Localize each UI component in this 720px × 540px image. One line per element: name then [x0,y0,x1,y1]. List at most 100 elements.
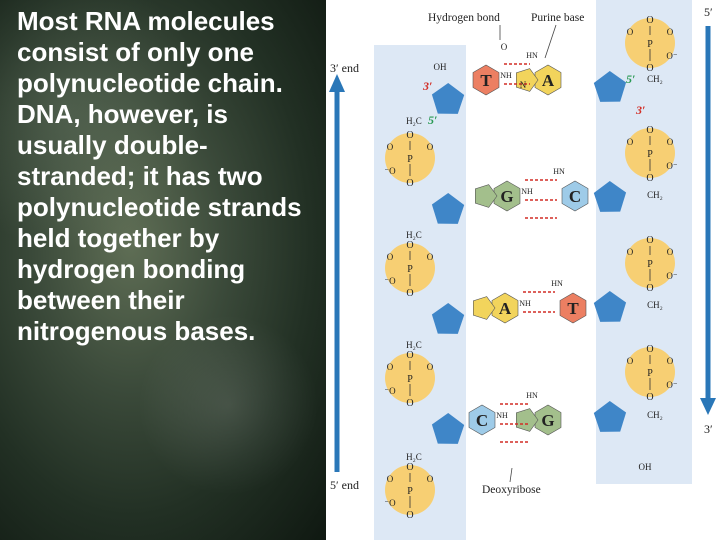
oxygen-label: O [387,362,394,372]
base-letter: A [542,71,555,90]
prime-label-5: 5′ [428,113,437,127]
methylene-label: CH₂ [647,74,663,84]
phosphate-circle [625,238,675,288]
oxygen-label: O [646,392,653,403]
oxygen-label: ⁻O [384,386,396,396]
oxygen-label: O [667,137,674,147]
oxygen-label: O [387,474,394,484]
oxygen-label: O⁻ [666,271,677,281]
base-letter: T [480,71,492,90]
label-hydrogen-bond: Hydrogen bond [428,12,500,24]
purine-ring [534,404,562,436]
deoxyribose-sugar [593,401,627,432]
phosphorus-label: P [407,154,413,165]
oxygen-label: O [406,350,413,361]
phosphate-circle [385,353,435,403]
purine-ring-small [515,68,539,92]
oxygen-label: O [627,137,634,147]
label-3-right: 3′ [704,422,713,436]
oxygen-label: O [427,252,434,262]
oxygen-label: O⁻ [666,161,677,171]
deoxyribose-sugar [431,193,465,224]
purine-ring [534,64,562,96]
oxygen-label: O [427,474,434,484]
right-arrowhead-icon [700,398,716,415]
deoxyribose-sugar [593,291,627,322]
oxygen-label: O [387,142,394,152]
oxygen-label: O [427,142,434,152]
base-letter: G [541,411,554,430]
oxygen-label: O [406,240,413,251]
oxygen-label: O [646,235,653,246]
oxygen-label: O [667,27,674,37]
deoxyribose-sugar [593,181,627,212]
pyrimidine-ring [561,180,589,212]
label-5-right: 5′ [704,5,713,19]
amine-label: HN [526,51,538,60]
oxygen-label: O [646,125,653,136]
oxygen-label: ⁻O [384,498,396,508]
pyrimidine-ring [468,404,496,436]
purine-ring-small [515,408,539,432]
oxygen-label: O [627,27,634,37]
oxygen-label: O [646,63,653,74]
prime-label-3: 3′ [635,103,645,117]
base-letter: C [476,411,488,430]
purine-ring [493,180,521,212]
oxygen-label: O [406,130,413,141]
pyrimidine-ring [559,292,587,324]
label-deoxyribose: Deoxyribose [482,484,541,496]
purine-ring-small [474,184,498,208]
amine-label: NH [500,71,512,80]
methylene-label: H₂C [406,116,422,126]
phosphate-circle [625,347,675,397]
phosphate-circle [625,128,675,178]
oxygen-label: O [667,247,674,257]
label-5-end: 5′ end [330,478,359,492]
base-letter: A [499,299,512,318]
oxygen-label: O [501,42,508,52]
deoxyribose-sugar [431,303,465,334]
hydroxyl-label: OH [639,462,652,472]
amine-label: NH [496,411,508,420]
base-letter: G [500,187,513,206]
phosphorus-label: P [407,264,413,275]
deoxyribose-sugar [593,71,627,102]
purine-ring-small [472,296,496,320]
oxygen-label: O [646,173,653,184]
phosphate-circle [385,133,435,183]
amine-label: HN [553,167,565,176]
base-letter: C [569,187,581,206]
oxygen-label: O [427,362,434,372]
hydroxyl-label: OH [434,62,447,72]
left-strand-band [374,45,466,540]
amine-label: HN [551,279,563,288]
oxygen-label: O [387,252,394,262]
amine-label: HN [526,391,538,400]
oxygen-label: O [627,247,634,257]
oxygen-label: O [627,356,634,366]
amine-label: NH [521,187,533,196]
label-purine-base: Purine base [531,12,584,24]
oxygen-label: ⁻O [384,166,396,176]
phosphate-circle [385,465,435,515]
prime-label-5: 5′ [626,72,635,86]
oxygen-label: O [646,15,653,26]
dna-diagram: 3′ end 5′ end 5′ 3′ Hydrogen bond Purine… [329,0,716,540]
amine-label: NH [519,299,531,308]
phosphate-circle [625,18,675,68]
methylene-label: CH₂ [647,410,663,420]
methylene-label: H₂C [406,230,422,240]
base-letter: T [567,299,579,318]
phosphorus-label: P [647,39,653,50]
methylene-label: CH₂ [647,300,663,310]
oxygen-label: O [667,356,674,366]
caption-text: Most RNA molecules consist of only one p… [17,6,302,346]
purine-ring [491,292,519,324]
left-arrowhead-icon [329,74,345,92]
methylene-label: H₂C [406,452,422,462]
oxygen-label: O [406,398,413,409]
background-panel: Most RNA molecules consist of only one p… [0,0,326,540]
pointer-line [509,467,513,483]
phosphorus-label: P [407,486,413,497]
